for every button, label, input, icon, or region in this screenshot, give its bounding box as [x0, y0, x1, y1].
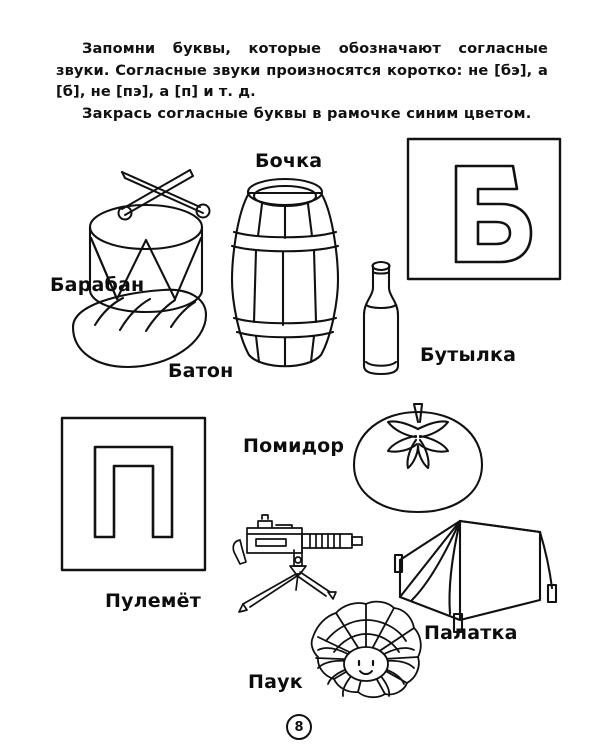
spider-illustration [310, 600, 422, 699]
drumstick-left [121, 171, 211, 219]
loaf-illustration [71, 288, 208, 369]
tent-illustration [393, 519, 558, 634]
picture-label-drum: Барабан [50, 274, 145, 296]
tent-stake-right [546, 583, 558, 604]
machine-gun-illustration [232, 514, 363, 613]
picture-label-bottle: Бутылка [420, 344, 517, 366]
picture-label-spider: Паук [248, 671, 303, 693]
instruction-paragraph-2: Закрась согласные буквы в рамочке синим … [82, 104, 532, 122]
tent-stake-left [393, 553, 404, 574]
page-number: 8 [286, 714, 312, 740]
instructions-block: Запомни буквы, которые обозначают соглас… [56, 38, 548, 124]
barrel-illustration [230, 177, 340, 368]
letter-box-p-frame [60, 416, 207, 572]
picture-label-machine-gun: Пулемёт [105, 590, 201, 612]
drumstick-right [117, 169, 194, 221]
tomato-illustration [352, 402, 484, 514]
picture-label-loaf: Батон [168, 360, 234, 382]
letter-box-b-frame [406, 137, 562, 281]
spider-smile [359, 670, 373, 675]
instruction-paragraph-1: Запомни буквы, которые обозначают соглас… [56, 40, 548, 100]
picture-label-barrel: Бочка [255, 150, 323, 172]
picture-label-tomato: Помидор [243, 435, 345, 457]
picture-label-tent: Палатка [424, 622, 518, 644]
bottle-illustration [362, 260, 400, 376]
